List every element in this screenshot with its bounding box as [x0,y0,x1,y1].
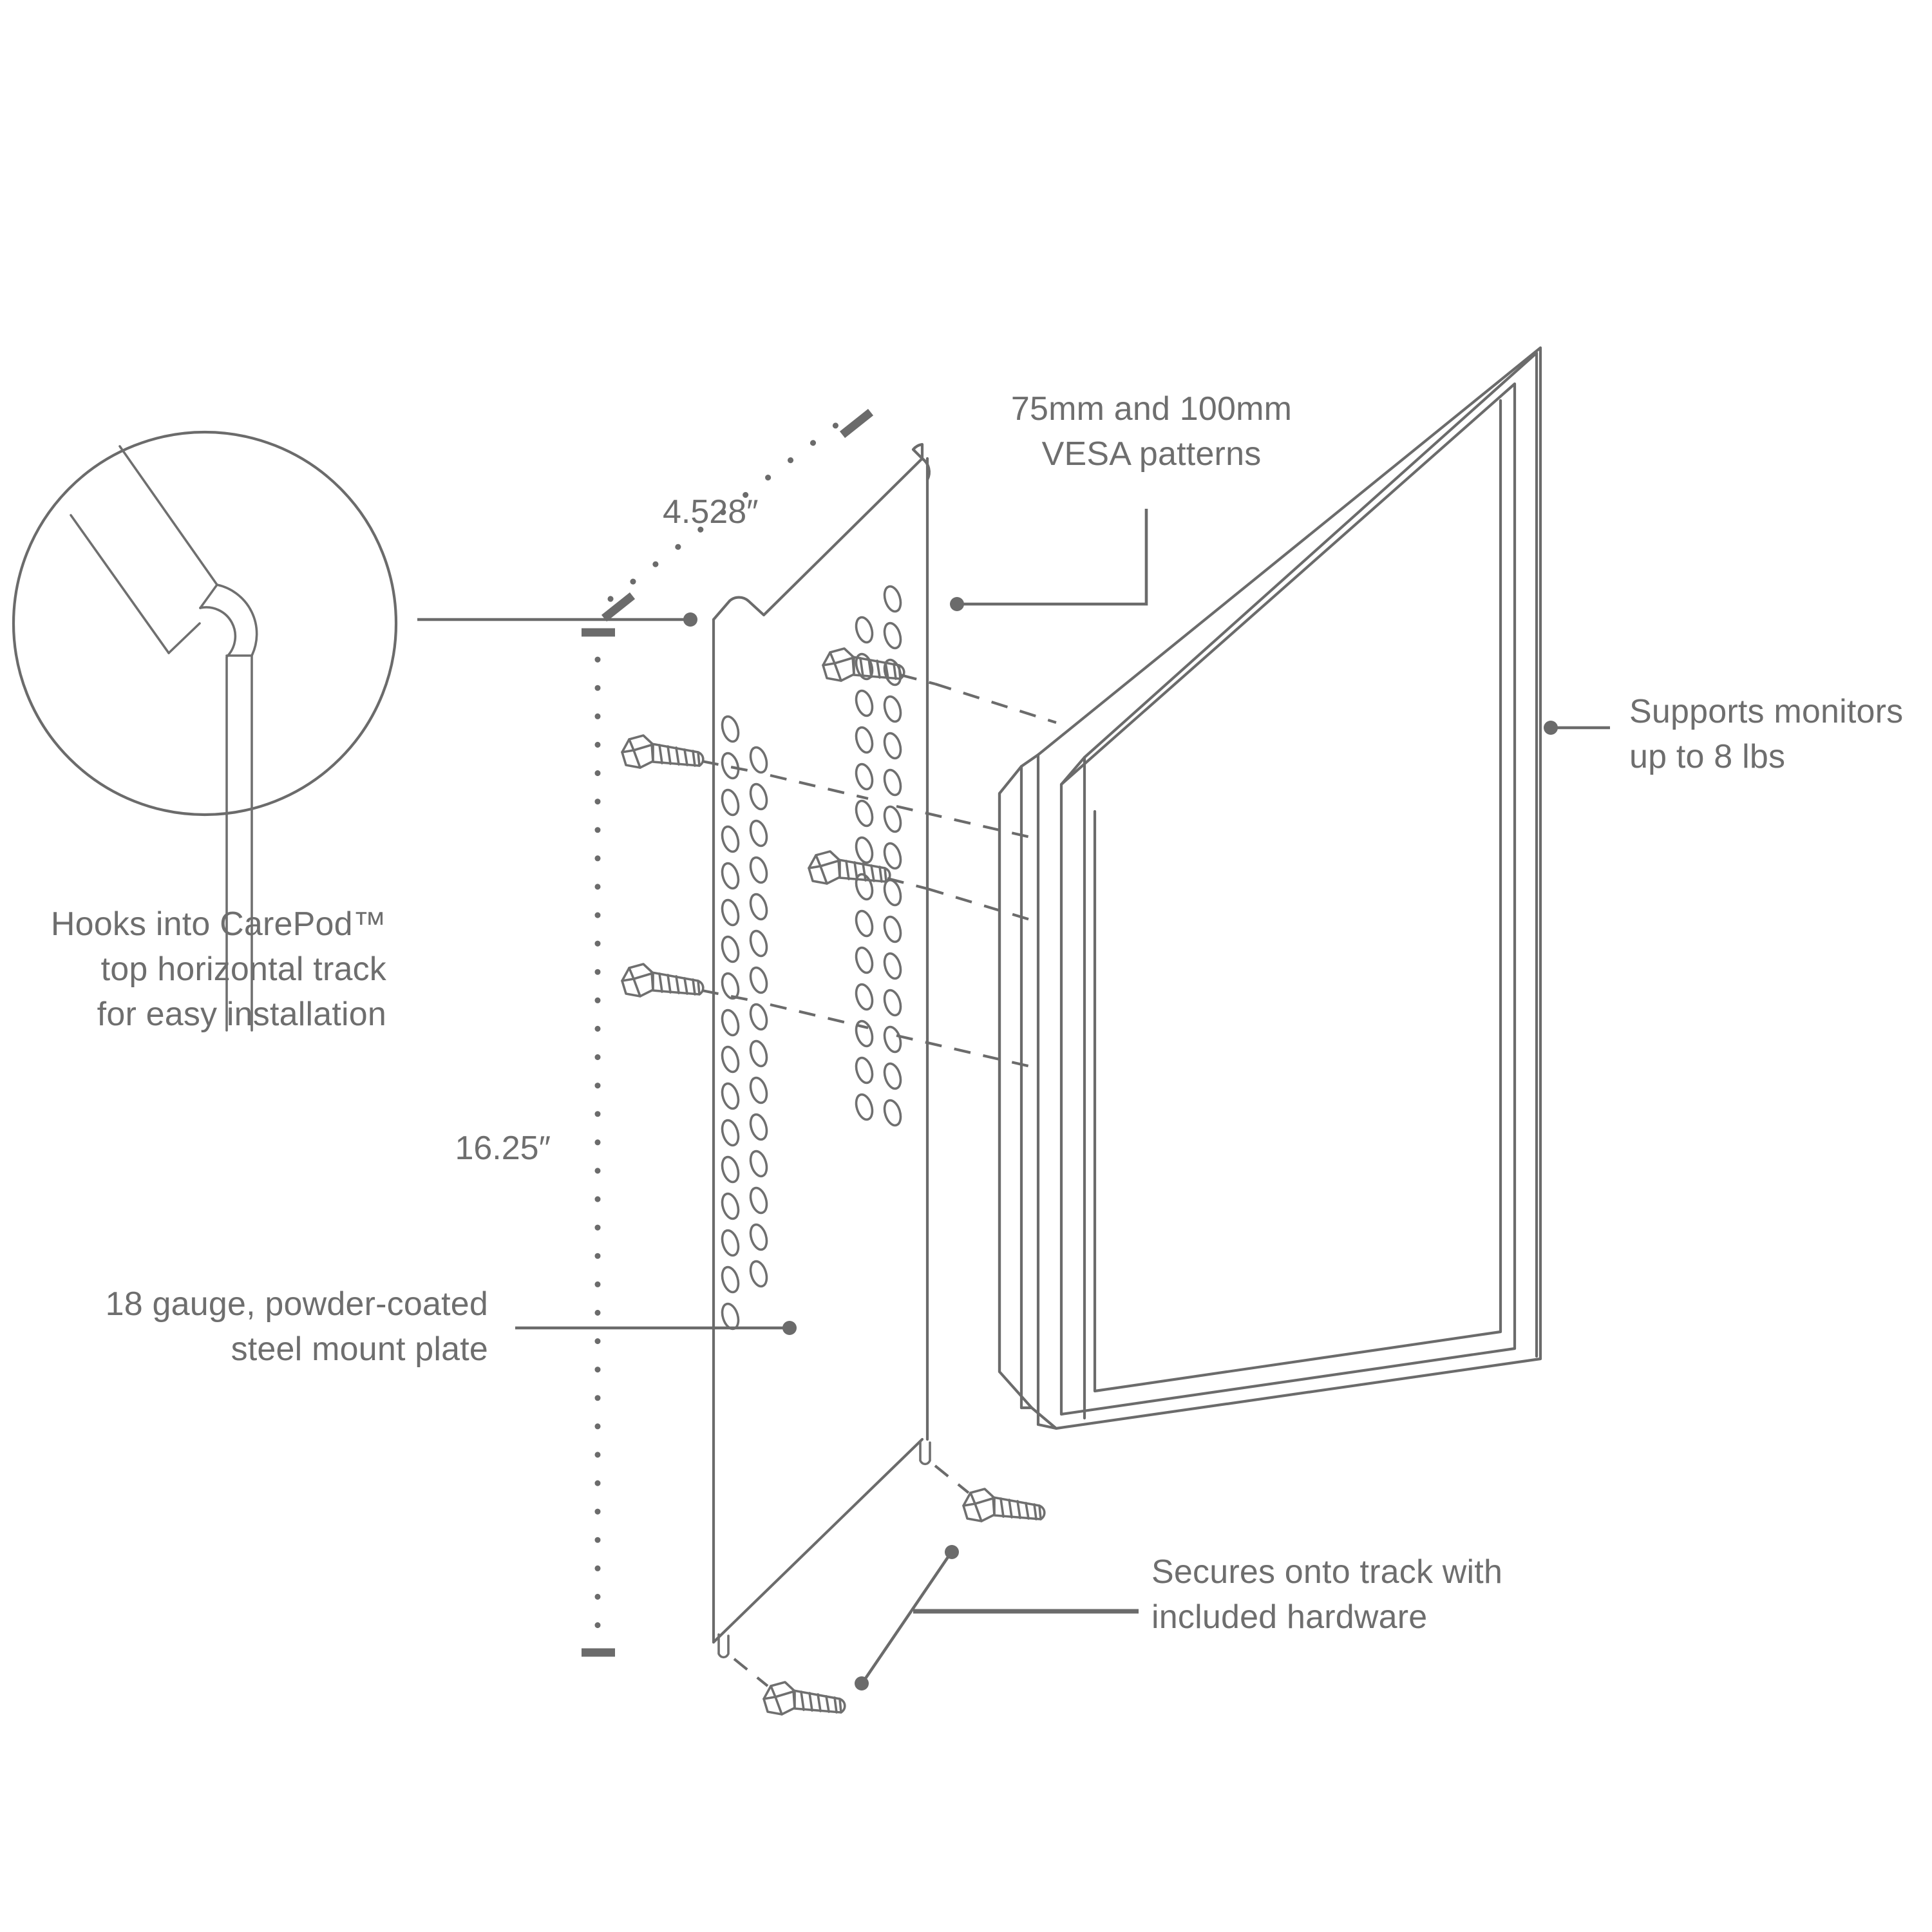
callout-hardware: Secures onto track with included hardwar… [1151,1553,1502,1636]
plate-material-leader-line [515,1321,797,1335]
monitor-weight-leader-line [1544,721,1610,735]
callout-vesa-line-2: VESA patterns [1042,435,1262,473]
callout-plate-material-line-1: 18 gauge, powder-coated [106,1285,488,1323]
callout-monitor-weight: Supports monitors up to 8 lbs [1629,693,1903,775]
hole-column-left-b [746,744,771,1290]
bottom-mount-slots [717,1440,931,1659]
callout-monitor-weight-line-1: Supports monitors [1629,693,1903,730]
vesa-leader-line [950,509,1148,611]
callout-plate-material-line-2: steel mount plate [231,1331,488,1368]
mount-plate [712,442,931,1659]
hole-column-left-a [718,713,743,1332]
dimension-height-value: 16.25″ [455,1130,551,1167]
hardware-leader-line [855,1545,1139,1690]
callout-detail-hook-line-1: Hooks into CarePod™ [51,905,386,943]
dimension-depth: 4.528″ [601,408,874,622]
callout-hardware-line-2: included hardware [1151,1598,1427,1636]
callout-vesa-line-1: 75mm and 100mm [1011,390,1292,428]
callout-detail-hook-line-2: top horizontal track [101,951,387,988]
fasteners-and-assembly-lines [621,647,1057,1716]
hook-detail-circle [12,430,398,1032]
dimension-depth-value: 4.528″ [663,493,759,531]
callout-monitor-weight-line-2: up to 8 lbs [1629,738,1785,775]
callout-vesa: 75mm and 100mm VESA patterns [1011,390,1292,473]
monitor [998,346,1542,1430]
dimension-height: 16.25″ [455,628,615,1657]
callout-hardware-line-1: Secures onto track with [1151,1553,1502,1591]
callout-detail-hook: Hooks into CarePod™ top horizontal track… [51,905,387,1033]
detail-leader-line [417,612,697,627]
callout-detail-hook-line-3: for easy installation [97,996,386,1033]
callout-plate-material: 18 gauge, powder-coated steel mount plat… [106,1285,488,1368]
